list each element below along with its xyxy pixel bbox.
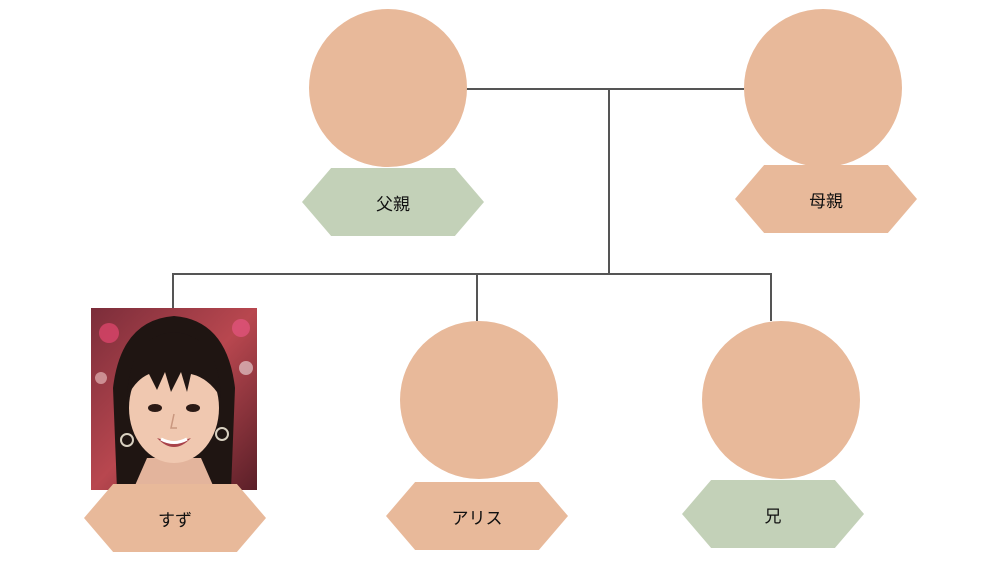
brother-name-label: 兄 <box>764 506 782 527</box>
father-name-tag: 父親 <box>302 168 484 236</box>
mother-name-label: 母親 <box>809 191 843 212</box>
brother-avatar-placeholder <box>702 321 860 479</box>
suzu-photo-image <box>91 308 257 490</box>
stem-to-alice <box>476 273 478 321</box>
stem-to-suzu <box>172 273 174 308</box>
suzu-name-label: すず <box>158 510 192 531</box>
children-horizontal-line <box>172 273 772 275</box>
parents-connector-line <box>466 88 744 90</box>
alice-name-tag: アリス <box>386 482 568 550</box>
suzu-photo <box>91 308 257 490</box>
parents-to-children-stem <box>608 88 610 274</box>
father-name-label: 父親 <box>376 194 410 215</box>
brother-name-tag: 兄 <box>682 480 864 548</box>
stem-to-brother <box>770 273 772 321</box>
alice-avatar-placeholder <box>400 321 558 479</box>
suzu-name-tag: すず <box>84 484 266 552</box>
mother-name-tag: 母親 <box>735 165 917 233</box>
mother-avatar-placeholder <box>744 9 902 167</box>
alice-name-label: アリス <box>451 508 503 529</box>
father-avatar-placeholder <box>309 9 467 167</box>
